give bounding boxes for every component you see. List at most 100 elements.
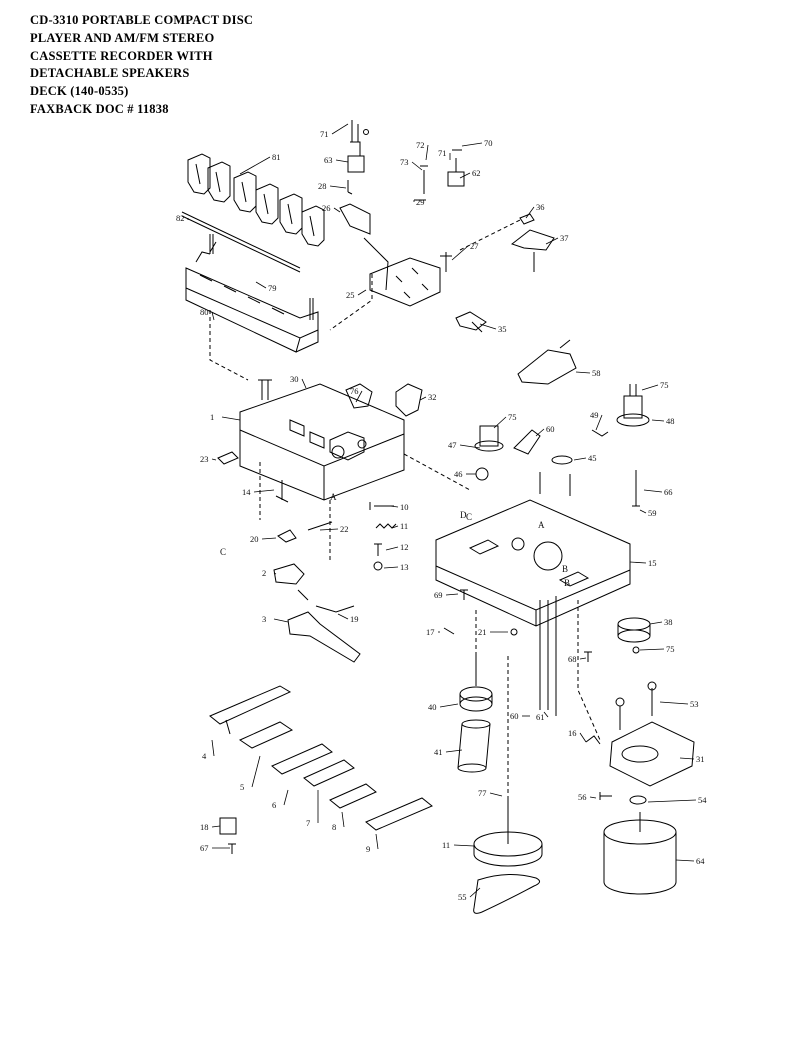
part-number-label: 30 <box>290 374 299 384</box>
part-number-label: 66 <box>664 487 673 497</box>
leader-line <box>469 887 481 898</box>
part-19-link <box>315 605 355 613</box>
leader-line <box>211 458 217 461</box>
leader-line <box>489 792 503 797</box>
leader-line <box>641 384 659 391</box>
part-16-spring <box>585 735 601 745</box>
leader-line <box>253 489 275 493</box>
part-17-screw <box>443 627 455 635</box>
part-number-label: 22 <box>340 524 349 534</box>
part-number-label: 10 <box>400 502 409 512</box>
leader-line <box>453 844 475 847</box>
part-number-label: 59 <box>648 508 657 518</box>
leader-line <box>261 537 277 540</box>
leader-line <box>385 546 399 551</box>
leader-line <box>337 613 349 620</box>
part-number-label: 27 <box>470 241 479 251</box>
leader-line <box>651 419 665 422</box>
leader-line <box>573 457 587 461</box>
leader-line <box>331 123 349 135</box>
part-number-label: 17 <box>426 627 435 637</box>
leader-line <box>357 289 367 296</box>
part-22-rod <box>307 521 333 531</box>
leader-line <box>211 825 221 828</box>
leader-line <box>639 648 665 651</box>
part-number-label: 71 <box>438 148 447 158</box>
part-number-label: 75 <box>508 412 517 422</box>
part-number-label: 31 <box>696 754 705 764</box>
leader-line <box>629 561 647 564</box>
part-number-label: 19 <box>350 614 359 624</box>
leader-line <box>273 618 289 623</box>
part-number-label: 58 <box>592 368 601 378</box>
reference-letter: D <box>460 510 467 520</box>
part-number-label: 54 <box>698 795 707 805</box>
leader-line <box>355 390 363 403</box>
leader-line <box>383 566 399 569</box>
part-60-lever <box>513 429 541 455</box>
part-number-label: 68 <box>568 654 577 664</box>
part-3-bracket <box>287 611 361 663</box>
part-6-plate <box>271 743 333 775</box>
part-number-label: 7 <box>306 818 310 828</box>
leader-line <box>649 621 663 625</box>
leader-line <box>639 509 647 514</box>
part-80-key-frame <box>185 234 319 353</box>
leader-line <box>221 416 241 421</box>
part-14-spring <box>275 480 289 503</box>
leader-line <box>391 525 399 529</box>
part-number-label: 75 <box>660 380 669 390</box>
part-82-rod <box>181 211 301 273</box>
reference-letter: A <box>330 492 337 502</box>
part-15-main-chassis <box>435 472 631 627</box>
part-number-label: 48 <box>666 416 675 426</box>
leader-line <box>375 833 379 850</box>
part-number-label: 26 <box>322 203 331 213</box>
part-35-lever <box>455 311 487 333</box>
part-number-label: 70 <box>484 138 493 148</box>
leader-line <box>589 796 597 799</box>
part-40-pulley <box>459 656 493 712</box>
leader-line <box>445 749 463 753</box>
leader-line <box>451 245 469 261</box>
leader-line <box>273 572 277 575</box>
part-number-label: 29 <box>416 197 425 207</box>
part-number-label: 69 <box>434 590 443 600</box>
part-1-deck-chassis <box>239 379 405 501</box>
title-line: DETACHABLE SPEAKERS <box>30 66 190 81</box>
leader-line <box>461 142 483 147</box>
part-59-spring <box>632 470 640 507</box>
part-47-flywheel <box>474 425 504 481</box>
part-56-screw <box>599 792 612 800</box>
part-23-clip <box>217 451 239 465</box>
leader-line <box>579 657 587 660</box>
part-20-clip <box>277 529 297 543</box>
title-line: CD-3310 PORTABLE COMPACT DISC <box>30 13 254 27</box>
part-number-label: 23 <box>200 454 209 464</box>
part-number-label: 3 <box>262 614 266 624</box>
part-number-label: 13 <box>400 562 409 572</box>
part-number-label: 5 <box>240 782 244 792</box>
title-line: CASSETTE RECORDER WITH <box>30 48 213 63</box>
leader-line <box>579 732 587 743</box>
part-9-plate <box>365 797 433 831</box>
part-number-label: 61 <box>536 712 545 722</box>
leader-line <box>329 185 347 189</box>
part-number-label: 11 <box>442 840 450 850</box>
part-45-washer <box>551 455 573 465</box>
part-number-label: 25 <box>346 290 355 300</box>
leader-line <box>459 172 471 179</box>
part-number-label: 63 <box>324 155 333 165</box>
part-number-label: 67 <box>200 843 209 853</box>
part-number-label: 9 <box>366 844 370 854</box>
part-18-bracket <box>219 817 237 835</box>
leader-line <box>319 528 339 531</box>
reference-letter: B <box>562 564 568 574</box>
part-number-label: 4 <box>202 751 207 761</box>
part-5-plate <box>238 721 294 749</box>
part-54-pulley <box>629 795 647 805</box>
part-number-label: 15 <box>648 558 657 568</box>
part-number-label: 49 <box>590 410 599 420</box>
part-32-cover <box>395 383 423 417</box>
part-number-label: 20 <box>250 534 259 544</box>
